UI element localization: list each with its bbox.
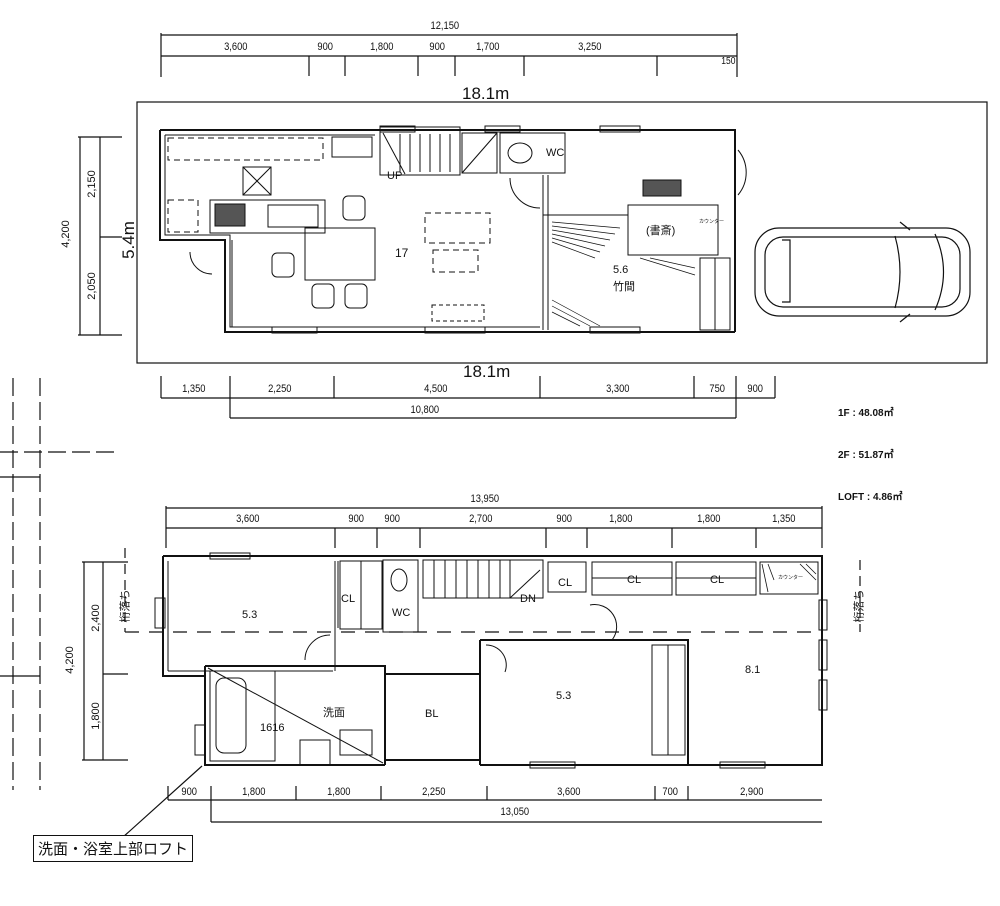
wc-2f: WC: [392, 607, 411, 619]
dim-2f-top-seg-8: 1,350: [772, 513, 796, 525]
dim-2f-left-seg-1: 2,400: [89, 604, 102, 632]
dim-1f-bottom-seg-5: 750: [709, 383, 725, 395]
washroom: 洗面: [323, 707, 345, 719]
bath-size: 1616: [260, 722, 285, 734]
dim-2f-top-seg-6: 1,800: [609, 513, 633, 525]
dim-1f-top-seg-1: 3,600: [224, 41, 248, 53]
eave-drop-right: 桁落ち: [853, 589, 866, 623]
dim-1f-top-seg-5: 1,700: [476, 41, 500, 53]
dim-2f-top-seg-5: 900: [556, 513, 572, 525]
dim-1f-left-total: 4,200: [59, 220, 72, 248]
dim-2f-top-seg-1: 3,600: [236, 513, 260, 525]
loft-callout: 洗面・浴室上部ロフト: [33, 835, 194, 862]
dim-2f-top-total: 13,950: [470, 493, 500, 505]
stairs-down-label: DN: [520, 593, 536, 605]
dim-2f-bottom-seg-6: 700: [662, 786, 678, 798]
dim-2f-bottom-seg-3: 1,800: [327, 786, 351, 798]
dim-2f-bottom-total: 13,050: [500, 806, 530, 818]
site-width-bottom: 18.1m: [463, 362, 511, 381]
dim-1f-bottom-seg-2: 2,250: [268, 383, 292, 395]
ldk-area: 17: [395, 246, 409, 260]
counter-1f: カウンター: [699, 219, 725, 225]
dim-1f-top-seg-4: 900: [429, 41, 445, 53]
dim-1f-bottom-seg-4: 3,300: [606, 383, 630, 395]
japanese-room-name: 竹間: [613, 281, 635, 293]
closet-d: CL: [710, 574, 725, 586]
site-depth: 5.4m: [118, 221, 138, 259]
balcony: BL: [425, 708, 439, 720]
counter-2f: カウンター: [778, 575, 804, 581]
eave-drop-left: 桁落ち: [119, 589, 132, 623]
dim-2f-bottom-seg-4: 2,250: [422, 786, 446, 798]
dim-1f-top-offset: 150: [721, 56, 736, 67]
dim-2f-top-seg-3: 900: [384, 513, 400, 525]
stairs-up-label: UP: [387, 170, 403, 182]
dim-2f-top-seg-7: 1,800: [697, 513, 721, 525]
dim-1f-top-seg-6: 3,250: [578, 41, 602, 53]
closet-c: CL: [627, 574, 642, 586]
area-1f: 1F : 48.08㎡: [838, 408, 894, 419]
wc-1f: WC: [546, 147, 565, 159]
bedroom-west-size: 5.3: [242, 609, 258, 621]
dim-1f-bottom-total: 10,800: [410, 404, 440, 416]
dim-2f-bottom-seg-2: 1,800: [242, 786, 266, 798]
site-width-top: 18.1m: [462, 84, 510, 103]
closet-a: CL: [341, 593, 356, 605]
japanese-room-size: 5.6: [613, 264, 629, 276]
dim-1f-top-seg-3: 1,800: [370, 41, 394, 53]
dim-2f-bottom-seg-7: 2,900: [740, 786, 764, 798]
bedroom-center-size: 5.3: [556, 690, 572, 702]
dim-2f-left-seg-2: 1,800: [89, 702, 102, 730]
area-loft: LOFT : 4.86㎡: [838, 492, 903, 503]
dim-1f-bottom-seg-1: 1,350: [182, 383, 206, 395]
dim-1f-left-seg-1: 2,150: [85, 170, 98, 198]
dim-2f-left-total: 4,200: [63, 646, 76, 674]
dim-1f-bottom-seg-3: 4,500: [424, 383, 448, 395]
dim-2f-top-seg-2: 900: [348, 513, 364, 525]
dim-1f-top-total: 12,150: [430, 20, 460, 32]
area-2f: 2F : 51.87㎡: [838, 450, 894, 461]
dim-1f-top-seg-2: 900: [317, 41, 333, 53]
dim-2f-top-seg-4: 2,700: [469, 513, 493, 525]
study-label: (書斎): [646, 225, 676, 237]
dim-1f-left-seg-2: 2,050: [85, 272, 98, 300]
dim-1f-bottom-seg-6: 900: [747, 383, 763, 395]
dim-2f-bottom-seg-5: 3,600: [557, 786, 581, 798]
dim-2f-bottom-seg-1: 900: [181, 786, 197, 798]
bedroom-east-size: 8.1: [745, 664, 761, 676]
closet-b: CL: [558, 577, 573, 589]
